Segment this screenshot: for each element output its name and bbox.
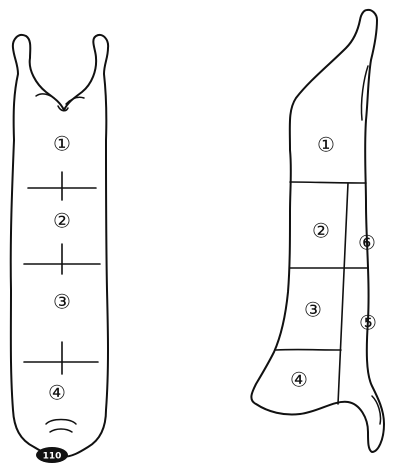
side-section-label-3: ③ <box>304 298 322 322</box>
side-divider-top <box>290 182 366 183</box>
side-section-label-1: ① <box>317 133 335 157</box>
front-pelvis-detail <box>46 420 76 425</box>
front-neck-left-detail <box>36 94 54 98</box>
side-section-label-6: ⑥ <box>358 231 376 255</box>
side-view: ① ② ⑥ ③ ⑤ ④ <box>251 10 384 452</box>
front-view: 110 ① ② ③ ④ <box>11 35 108 463</box>
front-pelvis-inner-detail <box>50 429 72 432</box>
front-section-label-1: ① <box>53 132 71 156</box>
side-divider-vertical <box>338 183 348 404</box>
side-section-label-2: ② <box>312 219 330 243</box>
front-section-label-4: ④ <box>48 381 66 405</box>
front-section-label-2: ② <box>53 209 71 233</box>
side-section-label-4: ④ <box>290 368 308 392</box>
side-section-label-5: ⑤ <box>359 311 377 335</box>
front-tag-text: 110 <box>43 452 62 462</box>
front-section-label-3: ③ <box>53 290 71 314</box>
